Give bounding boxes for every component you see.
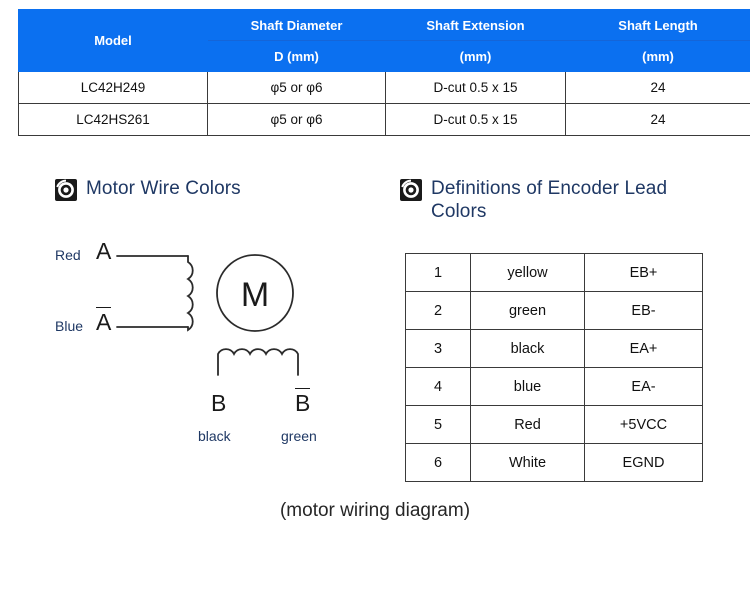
overbar-wrapper: B (295, 388, 311, 416)
cell-extension: D-cut 0.5 x 15 (385, 71, 566, 104)
encoder-section-title: Definitions of Encoder Lead Colors (431, 178, 668, 222)
cell-extension: D-cut 0.5 x 15 (385, 103, 566, 136)
column-header-model: Model (18, 9, 208, 72)
cell-signal: EGND (584, 443, 703, 482)
diagram-caption: (motor wiring diagram) (279, 500, 471, 521)
subheader-diameter-unit: D (mm) (207, 40, 386, 72)
shaft-spec-table: Model Shaft Diameter Shaft Extension Sha… (18, 9, 750, 136)
column-header-shaft-extension: Shaft Extension (385, 9, 566, 41)
phase-b-green-wire-label: green (281, 428, 317, 444)
cell-signal: EB- (584, 291, 703, 330)
cell-lead-color: blue (470, 367, 585, 406)
cell-signal: +5VCC (584, 405, 703, 444)
table-row: 4 blue EA- (405, 367, 703, 406)
cell-pin: 1 (405, 253, 471, 292)
table-row: 5 Red +5VCC (405, 405, 703, 444)
cell-signal: EA- (584, 367, 703, 406)
phase-a-terminal-label: A (96, 238, 112, 264)
subheader-length-unit: (mm) (565, 40, 750, 72)
cell-pin: 3 (405, 329, 471, 368)
phase-b-inverted-terminal-label: B (295, 388, 311, 416)
cell-model: LC42HS261 (18, 103, 208, 136)
cell-length: 24 (565, 71, 750, 104)
subheader-extension-unit: (mm) (385, 40, 566, 72)
cell-diameter: φ5 or φ6 (207, 103, 386, 136)
table-row: 6 White EGND (405, 443, 703, 482)
cell-pin: 2 (405, 291, 471, 330)
column-header-shaft-length: Shaft Length (565, 9, 750, 41)
wiring-schematic-svg: M (116, 254, 299, 376)
cell-lead-color: black (470, 329, 585, 368)
table-row: LC42H249 φ5 or φ6 D-cut 0.5 x 15 24 (18, 71, 750, 104)
cell-signal: EB+ (584, 253, 703, 292)
phase-a-coil (186, 255, 194, 332)
cell-lead-color: White (470, 443, 585, 482)
cell-lead-color: green (470, 291, 585, 330)
motor-symbol-letter: M (241, 276, 269, 314)
phase-b-coil (217, 348, 299, 376)
table-row: 2 green EB- (405, 291, 703, 330)
cell-pin: 4 (405, 367, 471, 406)
target-ring-icon (400, 179, 422, 201)
table-header-row-top: Model Shaft Diameter Shaft Extension Sha… (18, 9, 750, 72)
cell-length: 24 (565, 103, 750, 136)
motor-circle (216, 254, 294, 332)
phase-b-terminal-label: B (211, 390, 227, 416)
phase-a-red-wire-label: Red (55, 247, 81, 263)
table-row: 1 yellow EB+ (405, 253, 703, 292)
overbar-wrapper: A (96, 307, 112, 335)
encoder-lead-colors-heading: Definitions of Encoder Lead Colors (400, 177, 700, 223)
motor-section-title: Motor Wire Colors (86, 178, 241, 199)
phase-a-inverted-terminal-label: A (96, 307, 112, 335)
encoder-table: 1 yellow EB+ 2 green EB- 3 black EA+ 4 b… (405, 253, 703, 482)
cell-lead-color: Red (470, 405, 585, 444)
phase-a-blue-wire-label: Blue (55, 318, 84, 334)
phase-b-black-wire-label: black (198, 428, 231, 444)
motor-wiring-diagram: M Red A Blue A B B black green (55, 232, 385, 457)
table-row: 3 black EA+ (405, 329, 703, 368)
cell-signal: EA+ (584, 329, 703, 368)
cell-pin: 5 (405, 405, 471, 444)
encoder-lead-table: 1 yellow EB+ 2 green EB- 3 black EA+ 4 b… (405, 253, 703, 482)
cell-pin: 6 (405, 443, 471, 482)
column-header-shaft-diameter: Shaft Diameter (207, 9, 386, 41)
cell-diameter: φ5 or φ6 (207, 71, 386, 104)
motor-wire-colors-heading: Motor Wire Colors (55, 177, 241, 201)
table-header-row-sub: D (mm) (mm) (mm) (19, 40, 750, 72)
table-row: LC42HS261 φ5 or φ6 D-cut 0.5 x 15 24 (18, 103, 750, 136)
target-ring-icon (55, 179, 77, 201)
cell-lead-color: yellow (470, 253, 585, 292)
spec-table: Model Shaft Diameter Shaft Extension Sha… (18, 9, 750, 136)
cell-model: LC42H249 (18, 71, 208, 104)
